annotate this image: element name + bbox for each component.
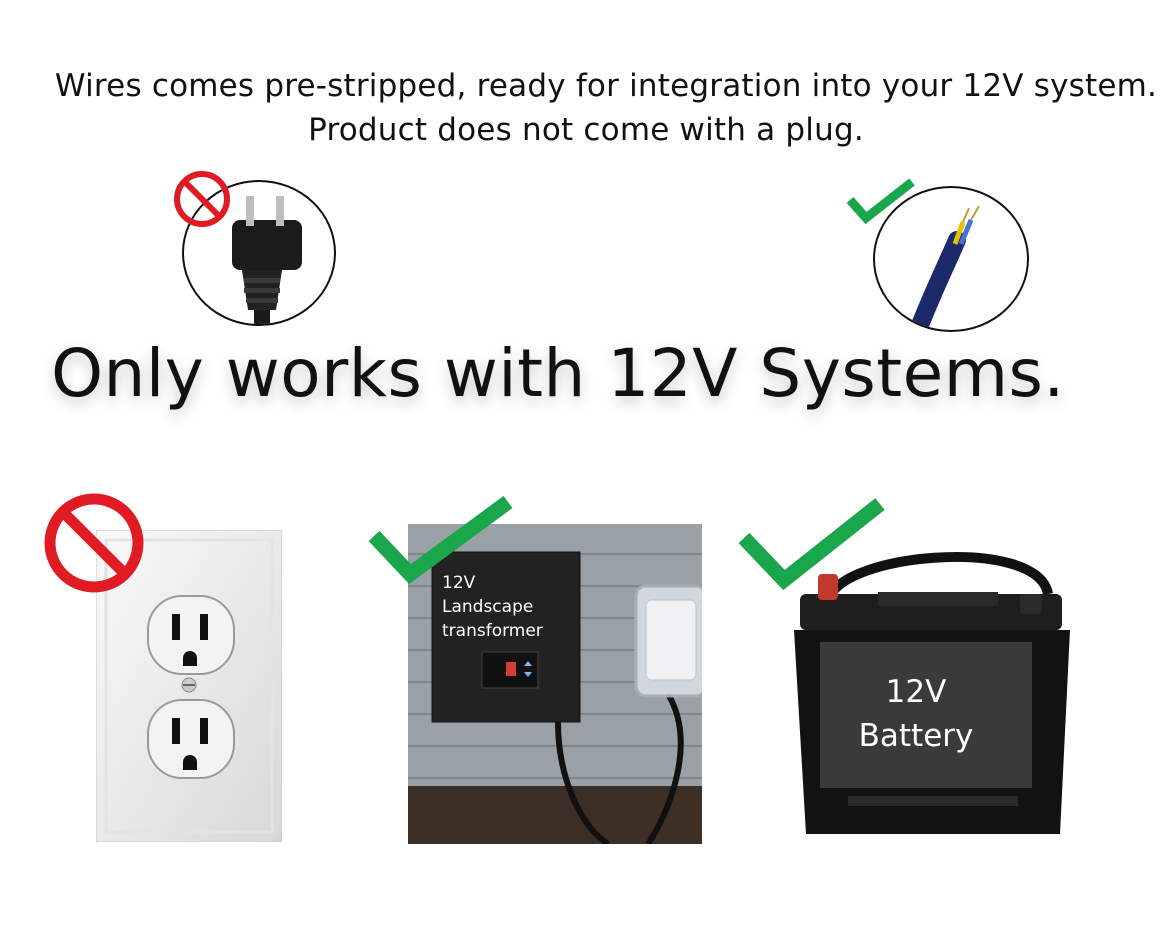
- landscape-transformer-image: 12V Landscape transformer: [408, 524, 702, 844]
- stripped-wire-image: [873, 186, 1029, 332]
- green-check-icon: [738, 498, 885, 591]
- transformer-label-line2: Landscape: [442, 597, 534, 617]
- caption-no-plug: Product does not come with a plug.: [308, 112, 864, 148]
- headline: Only works with 12V Systems.: [51, 335, 1065, 412]
- transformer-label: 12V Landscape transformer: [442, 571, 543, 643]
- battery-label-line1: 12V: [885, 674, 947, 710]
- plug-image: [182, 180, 336, 326]
- battery-label: 12V Battery: [838, 670, 994, 758]
- wall-outlet-image: [96, 530, 282, 842]
- green-check-icon: [368, 496, 513, 584]
- prohibited-sign-icon: [44, 493, 144, 593]
- battery-image: 12V Battery: [788, 534, 1078, 840]
- caption-wires-pre-stripped: Wires comes pre-stripped, ready for inte…: [54, 68, 1158, 104]
- transformer-label-line3: transformer: [442, 621, 543, 641]
- transformer-label-line1: 12V: [442, 573, 476, 593]
- prohibited-sign-icon: [174, 171, 230, 227]
- battery-label-line2: Battery: [858, 718, 974, 754]
- green-check-icon: [846, 178, 915, 225]
